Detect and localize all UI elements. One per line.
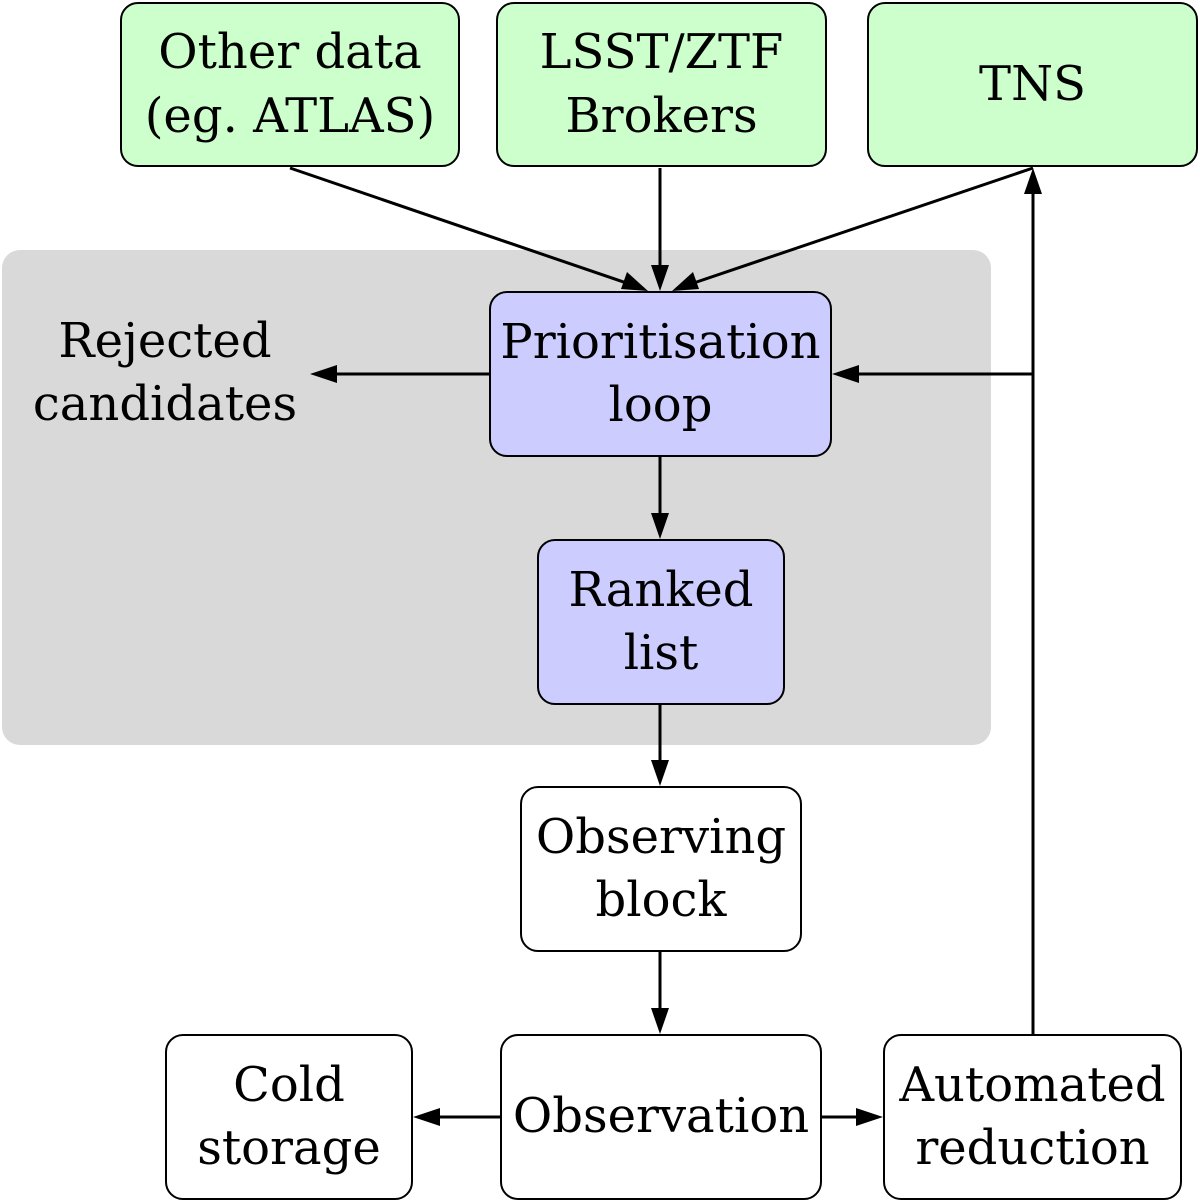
arrowhead-ranked xyxy=(651,513,669,539)
arrowhead-observing-block xyxy=(651,760,669,786)
node-other-data: Other data (eg. ATLAS) xyxy=(120,2,460,167)
arrowheads xyxy=(310,168,1042,1126)
arrowhead-tns-up xyxy=(1024,168,1042,194)
arrow-other-data-to-prioritisation xyxy=(289,166,645,291)
arrow-tns-to-prioritisation xyxy=(675,166,1034,291)
arrowhead-cold-storage xyxy=(413,1108,440,1126)
node-observing-block: Observing block xyxy=(520,786,802,952)
node-observation: Observation xyxy=(500,1034,822,1200)
arrowhead-rejected xyxy=(310,365,337,383)
label-rejected-candidates: Rejected candidates xyxy=(32,313,298,433)
arrowhead-other-data xyxy=(621,272,648,291)
arrowhead-feedback xyxy=(832,365,859,383)
arrowhead-observation xyxy=(651,1008,669,1034)
node-lsst-ztf-brokers: LSST/ZTF Brokers xyxy=(496,2,827,167)
node-tns: TNS xyxy=(867,2,1198,167)
arrowhead-tns xyxy=(672,272,699,291)
node-cold-storage: Cold storage xyxy=(165,1034,413,1200)
arrowhead-reduction xyxy=(856,1108,883,1126)
node-prioritisation-loop: Prioritisation loop xyxy=(489,291,832,457)
arrowhead-brokers xyxy=(651,265,669,291)
node-automated-reduction: Automated reduction xyxy=(883,1034,1182,1200)
node-ranked-list: Ranked list xyxy=(537,539,785,705)
